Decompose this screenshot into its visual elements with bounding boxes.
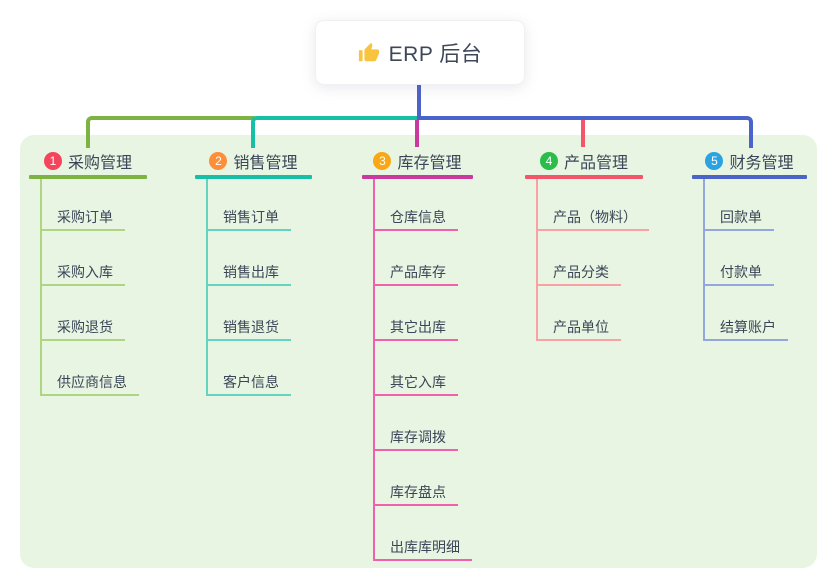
child-node[interactable]: 其它出库: [373, 315, 458, 341]
branch-children-connector: [373, 179, 375, 561]
branch-underline: [525, 175, 643, 179]
branch-label: 库存管理: [397, 155, 462, 172]
root-node-label: ERP 后台: [388, 42, 483, 66]
child-node[interactable]: 供应商信息: [40, 370, 139, 396]
child-node[interactable]: 其它入库: [373, 370, 458, 396]
child-node-label: 产品（物料）: [553, 209, 637, 225]
child-node[interactable]: 出库库明细: [373, 535, 472, 561]
branch-number-badge: 3: [373, 152, 392, 170]
child-node-label: 客户信息: [223, 374, 279, 390]
branch-number-badge: 2: [209, 152, 228, 170]
child-node-label: 结算账户: [720, 319, 776, 335]
connector-bus-branch5: [417, 116, 753, 148]
child-node-label: 库存盘点: [390, 484, 446, 500]
child-node[interactable]: 销售退货: [206, 315, 291, 341]
child-node[interactable]: 付款单: [703, 260, 774, 286]
child-node[interactable]: 库存盘点: [373, 480, 458, 506]
branch-number-badge: 1: [43, 152, 62, 170]
child-node-label: 销售退货: [223, 319, 279, 335]
branch-children-connector: [703, 179, 705, 341]
branch-underline: [29, 175, 147, 179]
child-node-label: 产品单位: [553, 319, 609, 335]
branch-number-badge: 4: [539, 152, 558, 170]
child-node[interactable]: 产品单位: [536, 315, 621, 341]
child-node[interactable]: 产品分类: [536, 260, 621, 286]
branch-label: 财务管理: [729, 155, 794, 172]
branch-label: 产品管理: [563, 155, 628, 172]
child-node[interactable]: 库存调拨: [373, 425, 458, 451]
child-node[interactable]: 采购入库: [40, 260, 125, 286]
child-node-label: 采购订单: [57, 209, 113, 225]
branch-label: 采购管理: [67, 155, 132, 172]
child-node[interactable]: 采购订单: [40, 205, 125, 231]
branch-node-5[interactable]: 5 财务管理: [692, 148, 807, 174]
child-node-label: 付款单: [720, 264, 762, 280]
branch-node-1[interactable]: 1 采购管理: [29, 148, 147, 174]
child-node[interactable]: 客户信息: [206, 370, 291, 396]
branch-node-2[interactable]: 2 销售管理: [195, 148, 312, 174]
connector-drop-branch3: [415, 120, 419, 147]
branch-children-connector: [536, 179, 538, 341]
branches-panel: [20, 135, 817, 568]
child-node[interactable]: 采购退货: [40, 315, 125, 341]
branch-underline: [195, 175, 312, 179]
child-node[interactable]: 仓库信息: [373, 205, 458, 231]
root-node[interactable]: ERP 后台: [315, 20, 525, 85]
child-node-label: 其它出库: [390, 319, 446, 335]
child-node-label: 采购入库: [57, 264, 113, 280]
child-node[interactable]: 销售出库: [206, 260, 291, 286]
child-node-label: 销售订单: [223, 209, 279, 225]
connector-root-stem: [417, 83, 421, 120]
child-node[interactable]: 结算账户: [703, 315, 788, 341]
branch-number-badge: 5: [705, 152, 724, 170]
child-node[interactable]: 回款单: [703, 205, 774, 231]
child-node-label: 产品分类: [553, 264, 609, 280]
connector-bus-branch2: [251, 116, 419, 148]
branch-underline: [692, 175, 807, 179]
branch-label: 销售管理: [233, 155, 298, 172]
branch-node-4[interactable]: 4 产品管理: [525, 148, 643, 174]
child-node-label: 仓库信息: [390, 209, 446, 225]
child-node-label: 回款单: [720, 209, 762, 225]
child-node-label: 销售出库: [223, 264, 279, 280]
child-node-label: 其它入库: [390, 374, 446, 390]
branch-node-3[interactable]: 3 库存管理: [362, 148, 473, 174]
child-node[interactable]: 产品（物料）: [536, 205, 649, 231]
connector-drop-branch4: [581, 120, 585, 147]
child-node-label: 库存调拨: [390, 429, 446, 445]
connector-bus-branch1: [86, 116, 255, 148]
branch-children-connector: [40, 179, 42, 396]
child-node-label: 采购退货: [57, 319, 113, 335]
child-node-label: 产品库存: [390, 264, 446, 280]
child-node-label: 出库库明细: [390, 539, 460, 555]
child-node-label: 供应商信息: [57, 374, 127, 390]
thumbs-up-icon: [358, 42, 379, 61]
child-node[interactable]: 销售订单: [206, 205, 291, 231]
branch-underline: [362, 175, 473, 179]
child-node[interactable]: 产品库存: [373, 260, 458, 286]
branch-children-connector: [206, 179, 208, 396]
